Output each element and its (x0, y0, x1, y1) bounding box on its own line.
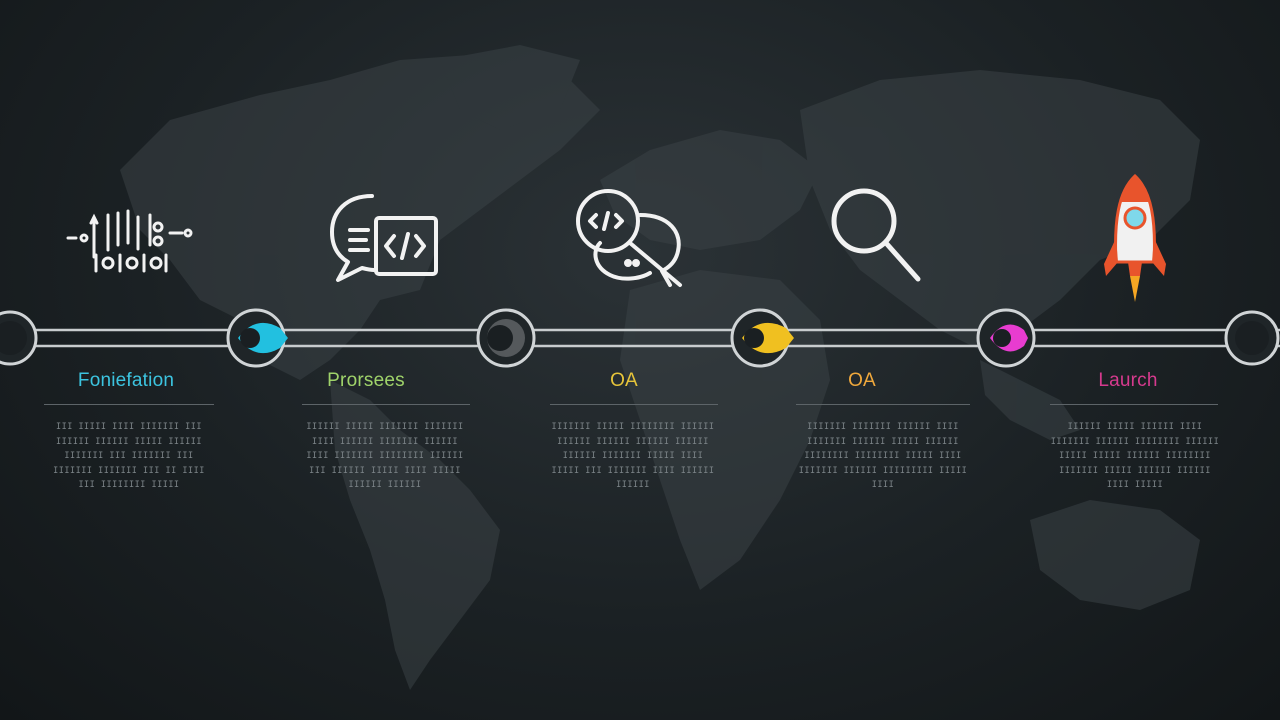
stage-title-4: OA (848, 370, 876, 391)
rocket-icon (1104, 173, 1166, 302)
stage-divider-4 (796, 404, 970, 405)
stage-description-1: III IIIII IIII IIIIIII III IIIIII IIIIII… (53, 422, 205, 490)
stage-divider-2 (302, 404, 470, 405)
stage-title-3: OA (610, 370, 638, 391)
stage-description-4: IIIIIII IIIIIII IIIIII IIII IIIIIII IIII… (798, 422, 968, 490)
stage-title-2: Prorsees (327, 370, 405, 391)
binary-code-icon (66, 209, 193, 273)
milestone-node-2 (476, 308, 536, 368)
milestone-node-3 (730, 308, 794, 368)
stage-title-5: Laurch (1098, 370, 1158, 391)
stage-description-5: IIIIII IIIII IIIIII IIII IIIIIII IIIIII … (1050, 422, 1220, 490)
stage-title-1: Foniefation (77, 370, 175, 391)
milestone-node-1 (226, 308, 288, 368)
stage-divider-1 (44, 404, 214, 405)
code-chat-icon (330, 194, 438, 282)
stage-description-3: IIIIIII IIIII IIIIIIII IIIIII IIIIII III… (551, 422, 715, 490)
stage-divider-3 (550, 404, 718, 405)
milestone-node-4 (976, 308, 1036, 368)
code-review-icon (576, 189, 682, 287)
stage-divider-5 (1050, 404, 1218, 405)
search-icon (831, 188, 921, 282)
stage-description-2: IIIIII IIIII IIIIIII IIIIIII IIII IIIIII… (306, 422, 464, 490)
